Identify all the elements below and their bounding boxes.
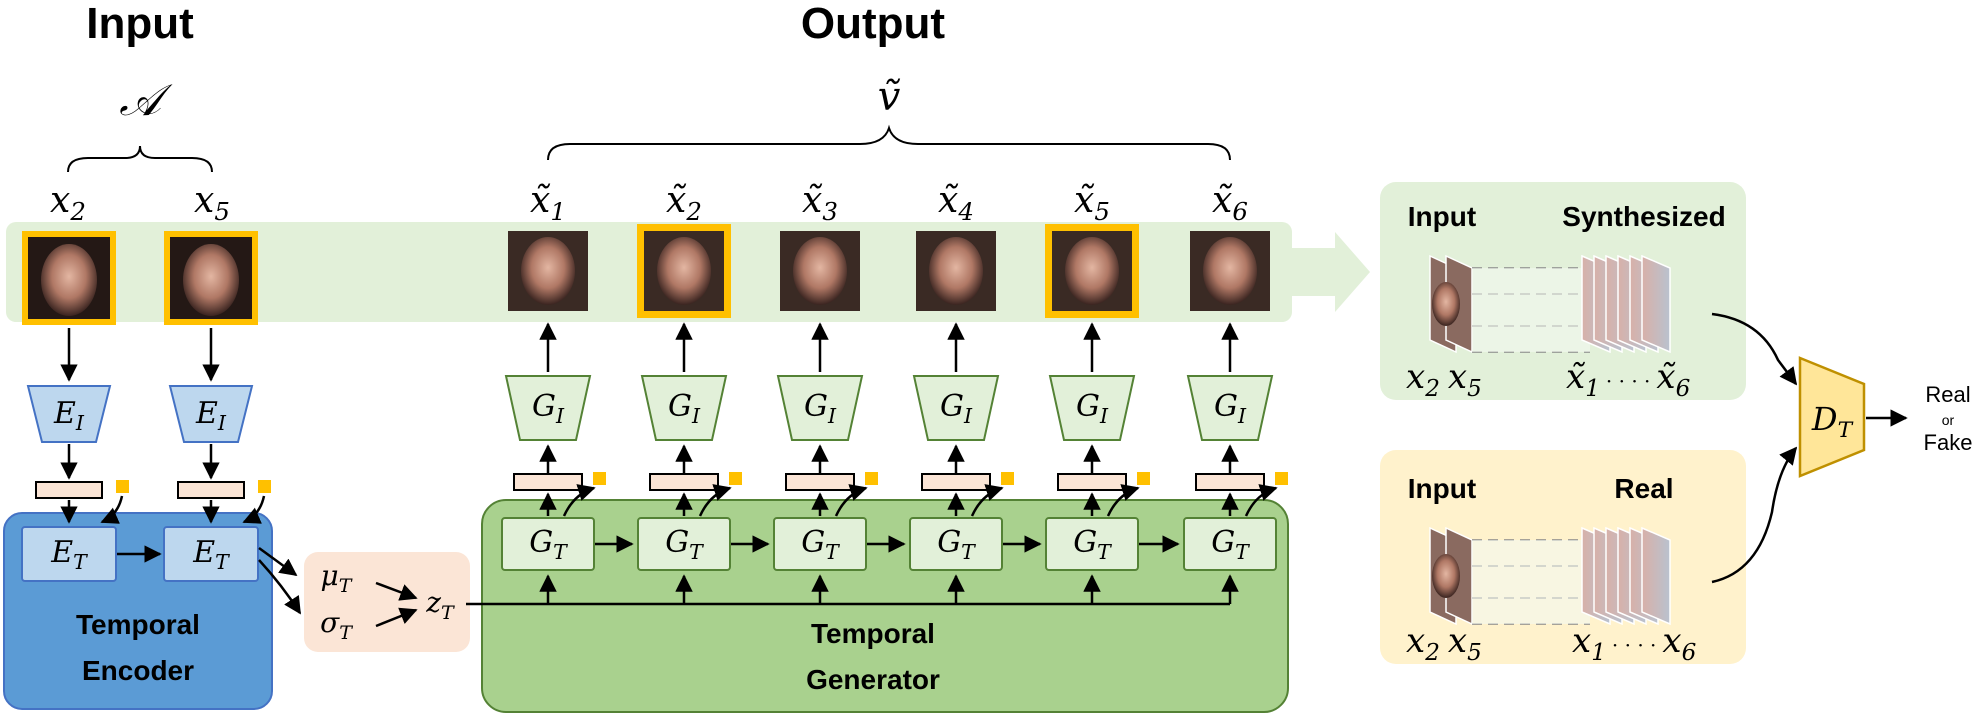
discriminator-block: DT [1798,356,1866,478]
temporal-generator-cell: GT [1183,517,1277,571]
svg-text:GT: GT [665,525,704,564]
real-output-labels: x1· · · ·x6 [1572,621,1696,666]
input-frame-label: x5 [194,180,230,226]
condition-square [116,480,129,493]
svg-text:Synthesized: Synthesized [1562,201,1725,232]
latent-feature-bar [921,473,991,491]
output-frame-image [916,231,996,311]
condition-square [865,472,878,485]
temporal-encoder-label: Encoder [82,655,194,686]
svg-text:GI: GI [532,389,565,428]
real-frame-stack [1429,526,1671,626]
input-set-symbol: 𝒜 [119,75,173,126]
svg-text:Real: Real [1614,473,1673,504]
latent-feature-bar [35,481,103,499]
svg-text:GT: GT [801,525,840,564]
condition-square [1275,472,1288,485]
svg-text:EI: EI [195,396,227,435]
svg-text:GI: GI [668,389,701,428]
temporal-generator-label: Generator [806,664,940,695]
band-arrow [1292,232,1370,312]
synthesized-frame-stack [1429,254,1671,354]
image-generator-block: GI [776,375,864,441]
latent-feature-bar [649,473,719,491]
output-frame-image [637,224,731,318]
image-generator-block: GI [1048,375,1136,441]
output-video-symbol: ṽ [878,74,901,120]
output-frame-image [508,231,588,311]
image-encoder-block: EI [168,385,254,443]
svg-text:ET: ET [192,535,230,574]
temporal-generator-cell: GT [1045,517,1139,571]
latent-distribution-panel [304,552,470,652]
output-frame-image [1045,224,1139,318]
svg-text:Input: Input [1408,473,1476,504]
output-frame-label: x̃2 [666,180,702,226]
synth-output-labels: x̃1· · · ·x̃6 [1566,357,1690,402]
condition-square [729,472,742,485]
latent-feature-bar [513,473,583,491]
svg-text:ET: ET [50,535,88,574]
input-frame-image [164,231,258,325]
image-generator-block: GI [1186,375,1274,441]
svg-text:DT: DT [1811,400,1854,443]
output-frame-label: x̃5 [1074,180,1110,226]
image-generator-block: GI [912,375,1000,441]
output-fake-label: Fake [1924,430,1973,455]
output-frame-label: x̃1 [530,180,566,226]
latent-feature-bar [1195,473,1265,491]
output-frame-label: x̃6 [1212,180,1248,226]
output-frame-label: x̃4 [938,180,974,226]
svg-text:GT: GT [1073,525,1112,564]
temporal-generator-label: Temporal [811,618,935,649]
temporal-generator-cell: GT [501,517,595,571]
temporal-generator-cell: GT [909,517,1003,571]
temporal-encoder-cell: ET [21,526,117,582]
output-real-label: Real [1925,382,1970,407]
condition-square [258,480,271,493]
temporal-encoder-label: Temporal [76,609,200,640]
mu-label: μT [321,559,353,597]
svg-text:EI: EI [53,396,85,435]
svg-text:Input: Input [1408,201,1476,232]
condition-square [1137,472,1150,485]
z-label: zT [425,586,455,624]
latent-feature-bar [785,473,855,491]
svg-text:GT: GT [1211,525,1250,564]
input-header: Input [86,0,194,48]
image-encoder-block: EI [26,385,112,443]
image-generator-block: GI [504,375,592,441]
output-header: Output [801,0,946,48]
condition-square [1001,472,1014,485]
svg-text:GI: GI [1214,389,1247,428]
latent-feature-bar [177,481,245,499]
image-generator-block: GI [640,375,728,441]
input-brace [67,145,213,173]
temporal-generator-cell: GT [773,517,867,571]
svg-text:GI: GI [1076,389,1109,428]
temporal-generator-cell: GT [637,517,731,571]
condition-square [593,472,606,485]
svg-text:GT: GT [937,525,976,564]
input-frame-label: x2 [50,180,86,226]
latent-feature-bar [1057,473,1127,491]
svg-text:GI: GI [804,389,837,428]
sigma-label: σT [320,606,353,644]
temporal-encoder-cell: ET [163,526,259,582]
output-frame-label: x̃3 [802,180,838,226]
output-or-label: or [1942,412,1955,428]
svg-text:GI: GI [940,389,973,428]
output-frame-image [780,231,860,311]
input-frame-image [22,231,116,325]
output-frame-image [1190,231,1270,311]
svg-text:GT: GT [529,525,568,564]
output-brace [547,124,1231,161]
